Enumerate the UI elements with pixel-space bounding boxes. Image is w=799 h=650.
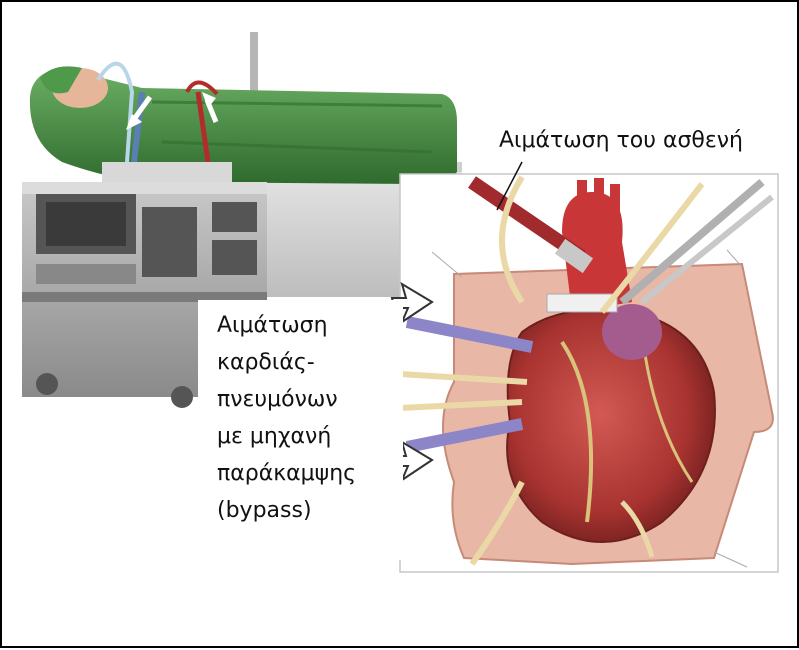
label-line: Αιμάτωση: [217, 307, 402, 344]
label-line: πνευμόνων: [217, 381, 402, 418]
label-patient-perfusion: Αιμάτωση του ασθενή: [499, 122, 789, 159]
patient-figure: [30, 64, 457, 185]
label-line: παράκαμψης: [217, 455, 402, 492]
label-bypass-perfusion: Αιμάτωση καρδιάς- πνευμόνων με μηχανή πα…: [217, 307, 402, 529]
label-line: (bypass): [217, 492, 402, 529]
label-line: με μηχανή: [217, 418, 402, 455]
label-line: καρδιάς-: [217, 344, 402, 381]
heart-illustration: [400, 174, 778, 572]
